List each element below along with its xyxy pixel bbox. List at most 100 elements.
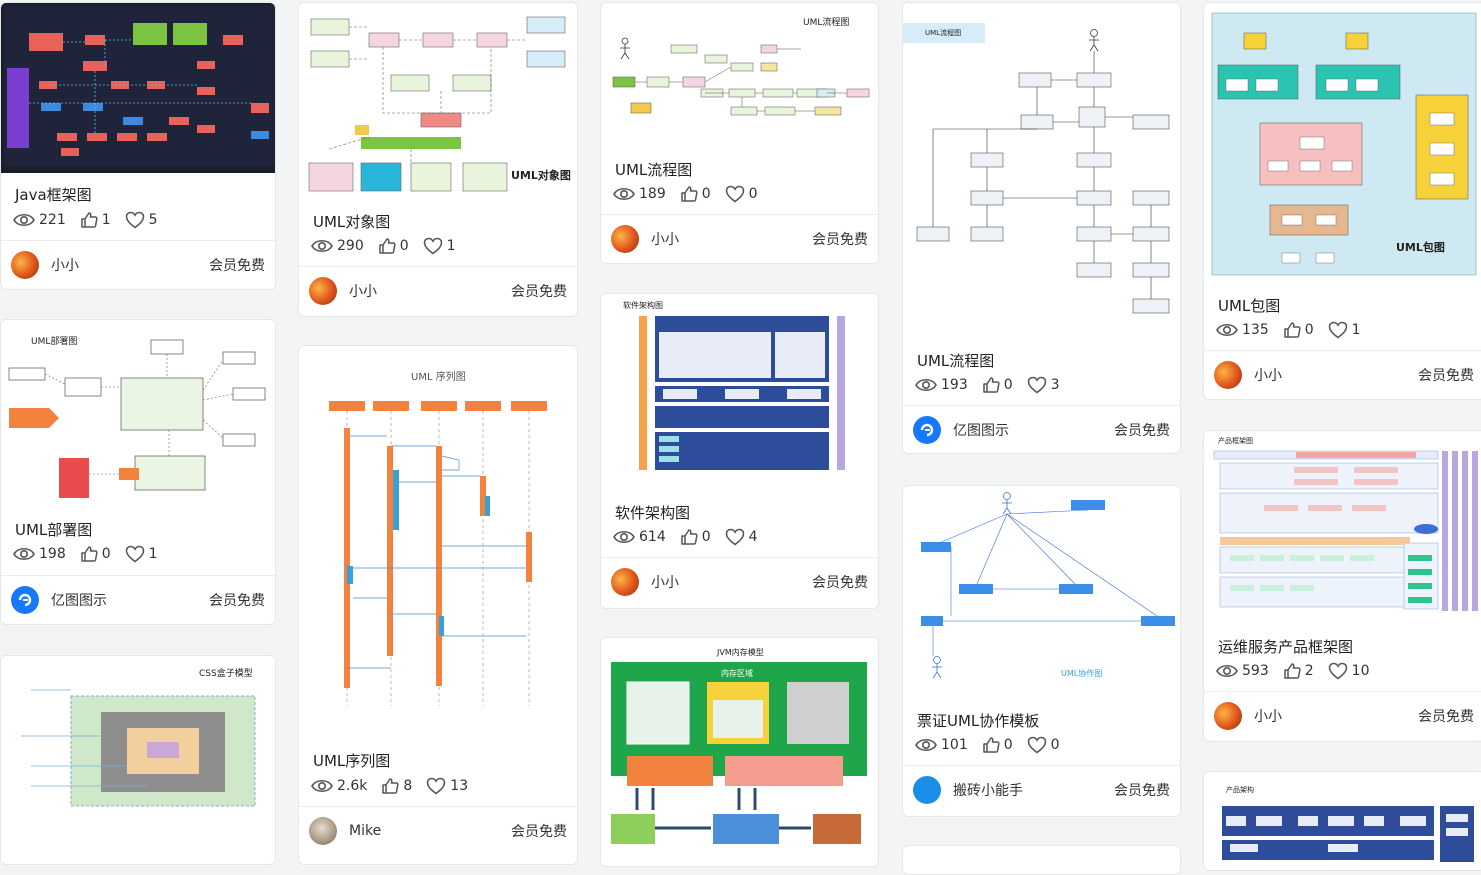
author-name[interactable]: Mike (349, 823, 382, 839)
heart-icon[interactable] (725, 528, 745, 546)
template-title[interactable]: Java框架图 (15, 186, 92, 204)
heart-icon[interactable] (426, 777, 446, 795)
avatar[interactable] (913, 416, 941, 444)
template-title[interactable]: UML对象图 (313, 213, 391, 231)
favorite-count[interactable]: 3 (1027, 376, 1060, 394)
template-thumbnail[interactable]: 产品架构 (1204, 772, 1481, 862)
template-thumbnail[interactable]: 软件架构图 (601, 294, 878, 486)
like-count[interactable]: 0 (982, 376, 1013, 394)
favorite-count[interactable]: 13 (426, 777, 468, 795)
template-card[interactable]: JVM内存模型 内存区域 (600, 637, 879, 867)
author-name[interactable]: 小小 (651, 575, 679, 591)
avatar[interactable] (611, 568, 639, 596)
avatar[interactable] (11, 251, 39, 279)
template-title[interactable]: UML部署图 (15, 521, 93, 539)
author-name[interactable]: 小小 (349, 284, 377, 300)
template-thumbnail[interactable]: UML流程图 (601, 3, 878, 149)
heart-icon[interactable] (125, 211, 145, 229)
template-card[interactable]: UML 序列图 UML序列图 2.6k 8 13 Mike 会员免费 (298, 345, 578, 865)
template-title[interactable]: 运维服务产品框架图 (1218, 638, 1354, 656)
like-count[interactable]: 1 (80, 211, 111, 229)
template-card[interactable]: Java框架图 221 1 5 小小 会员免费 (0, 2, 276, 290)
author-name[interactable]: 小小 (651, 232, 679, 248)
thumbs-up-icon[interactable] (680, 185, 698, 203)
template-card[interactable]: UML对象图 UML对象图 290 0 1 小小 会员免费 (298, 2, 578, 317)
thumbs-up-icon[interactable] (80, 211, 98, 229)
like-count[interactable]: 0 (1283, 321, 1314, 339)
template-card[interactable]: UML部署图 UML部署图 198 0 1 亿图图示 会员免费 (0, 319, 276, 625)
avatar[interactable] (309, 277, 337, 305)
thumbs-up-icon[interactable] (378, 237, 396, 255)
template-card[interactable]: 软件架构图 软件架构图 614 0 4 小小 会员免费 (600, 293, 879, 609)
template-card[interactable]: 产品框架图 运维服务产品框架图 593 2 10 小小 会员免费 (1203, 430, 1481, 742)
template-card[interactable]: 产品架构 (1203, 771, 1481, 871)
template-thumbnail[interactable]: 产品框架图 (1204, 431, 1481, 623)
template-title[interactable]: UML包图 (1218, 297, 1281, 315)
member-free-badge: 会员免费 (1114, 423, 1170, 439)
template-thumbnail[interactable]: CSS盒子模型 (1, 656, 275, 856)
author-name[interactable]: 小小 (1254, 368, 1282, 384)
template-thumbnail[interactable]: UML包图 (1204, 3, 1481, 285)
favorite-count[interactable]: 1 (1328, 321, 1361, 339)
like-count[interactable]: 0 (80, 545, 111, 563)
favorite-count[interactable]: 10 (1328, 662, 1369, 680)
avatar[interactable] (1214, 702, 1242, 730)
template-title[interactable]: 票证UML协作模板 (917, 712, 1040, 730)
avatar[interactable] (309, 817, 337, 845)
avatar[interactable] (1214, 361, 1242, 389)
template-thumbnail[interactable]: UML流程图 (903, 3, 1180, 341)
like-count[interactable]: 2 (1283, 662, 1314, 680)
like-count[interactable]: 0 (378, 237, 409, 255)
template-card[interactable] (902, 845, 1181, 875)
template-thumbnail[interactable]: UML部署图 (1, 320, 275, 512)
heart-icon[interactable] (125, 545, 145, 563)
thumbs-up-icon[interactable] (982, 376, 1000, 394)
author-name[interactable]: 亿图图示 (953, 423, 1009, 439)
favorite-count[interactable]: 0 (1027, 736, 1060, 754)
template-title[interactable]: UML流程图 (917, 352, 995, 370)
avatar[interactable] (913, 776, 941, 804)
thumbs-up-icon[interactable] (1283, 321, 1301, 339)
member-free-badge: 会员免费 (209, 258, 265, 274)
template-card[interactable]: UML流程图 UML流程图 193 0 3 亿图图示 会员免费 (902, 2, 1181, 454)
heart-icon[interactable] (725, 185, 745, 203)
heart-icon[interactable] (1027, 376, 1047, 394)
template-title[interactable]: UML流程图 (615, 161, 693, 179)
like-count[interactable]: 0 (680, 528, 711, 546)
template-thumbnail[interactable]: UML对象图 (299, 3, 577, 201)
avatar[interactable] (11, 586, 39, 614)
like-count[interactable]: 8 (381, 777, 412, 795)
avatar[interactable] (611, 225, 639, 253)
template-card[interactable]: UML流程图 UML流程图 189 0 0 (600, 2, 879, 264)
author-name[interactable]: 亿图图示 (51, 593, 107, 609)
template-thumbnail[interactable]: UML协作图 (903, 486, 1180, 701)
heart-icon[interactable] (1328, 321, 1348, 339)
thumbs-up-icon[interactable] (680, 528, 698, 546)
template-thumbnail[interactable]: JVM内存模型 内存区域 (601, 638, 878, 858)
template-card[interactable]: UML协作图 票证UML协作模板 101 0 0 搬砖小能手 会员免费 (902, 485, 1181, 817)
like-count[interactable]: 0 (680, 185, 711, 203)
template-card[interactable]: CSS盒子模型 (0, 655, 276, 865)
template-card[interactable]: UML包图 UML包图 135 0 1 小小 会员免费 (1203, 2, 1481, 400)
favorite-count[interactable]: 5 (125, 211, 158, 229)
template-thumbnail[interactable]: UML 序列图 (299, 346, 577, 738)
template-title[interactable]: UML序列图 (313, 752, 391, 770)
heart-icon[interactable] (1027, 736, 1047, 754)
author-name[interactable]: 搬砖小能手 (953, 783, 1023, 799)
heart-icon[interactable] (423, 237, 443, 255)
author-name[interactable]: 小小 (51, 258, 79, 274)
favorite-count[interactable]: 1 (125, 545, 158, 563)
template-thumbnail[interactable] (1, 3, 275, 173)
template-title[interactable]: 软件架构图 (615, 504, 691, 522)
thumbs-up-icon[interactable] (381, 777, 399, 795)
author-name[interactable]: 小小 (1254, 709, 1282, 725)
heart-icon[interactable] (1328, 662, 1348, 680)
like-count[interactable]: 0 (982, 736, 1013, 754)
eye-icon (1216, 663, 1238, 679)
favorite-count[interactable]: 0 (725, 185, 758, 203)
thumbs-up-icon[interactable] (80, 545, 98, 563)
favorite-count[interactable]: 4 (725, 528, 758, 546)
thumbs-up-icon[interactable] (982, 736, 1000, 754)
favorite-count[interactable]: 1 (423, 237, 456, 255)
thumbs-up-icon[interactable] (1283, 662, 1301, 680)
